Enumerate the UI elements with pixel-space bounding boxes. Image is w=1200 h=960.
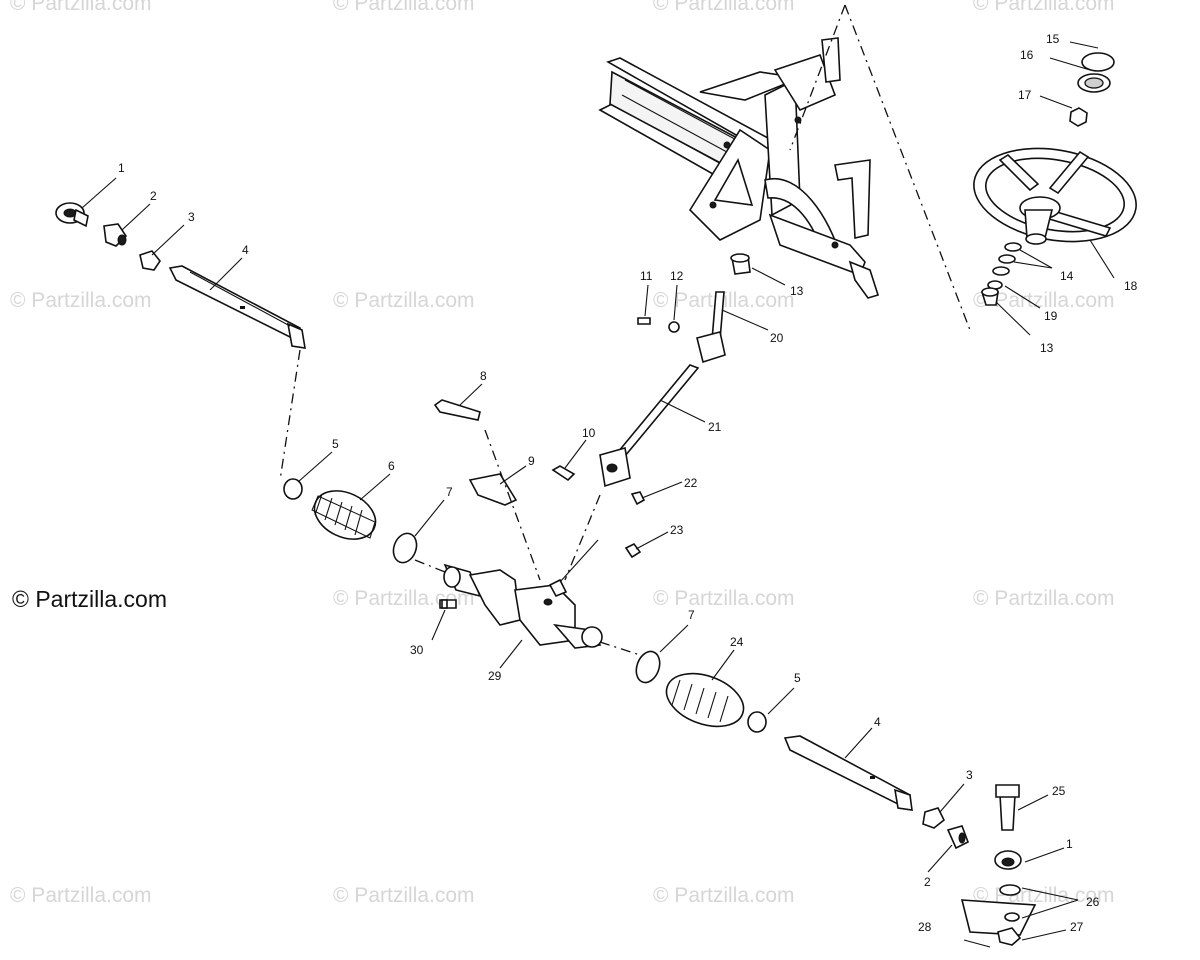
steering-wheel-assembly <box>973 52 1137 306</box>
upper-tie-rod-assembly <box>55 202 306 349</box>
watermark: © Partzilla.com <box>973 587 1115 610</box>
callout-22: 22 <box>684 476 698 490</box>
watermark: © Partzilla.com <box>653 0 795 15</box>
right-boot-assembly <box>635 650 970 850</box>
callout-4: 4 <box>874 715 881 729</box>
watermark: © Partzilla.com <box>973 0 1115 15</box>
callout-7: 7 <box>688 608 695 622</box>
callout-29: 29 <box>488 669 502 683</box>
callout-6: 6 <box>388 459 395 473</box>
callout-5: 5 <box>794 671 801 685</box>
watermark: © Partzilla.com <box>653 587 795 610</box>
watermark: © Partzilla.com <box>333 884 475 907</box>
callout-labels: 1 2 3 4 5 6 7 8 9 10 11 12 13 20 21 22 2… <box>118 32 1138 934</box>
watermark: © Partzilla.com <box>973 289 1115 312</box>
watermark: © Partzilla.com <box>10 884 152 907</box>
callout-11: 11 <box>640 269 653 283</box>
callout-9: 9 <box>528 454 535 468</box>
intermediate-shaft-assembly <box>599 253 751 559</box>
callout-28: 28 <box>918 920 932 934</box>
callout-3: 3 <box>966 768 973 782</box>
watermark: © Partzilla.com <box>653 884 795 907</box>
leader-lines <box>81 41 1115 941</box>
callout-14: 14 <box>1060 269 1074 283</box>
callout-8: 8 <box>480 369 487 383</box>
callout-13: 13 <box>1040 341 1054 355</box>
callout-24: 24 <box>730 635 744 649</box>
callout-4: 4 <box>242 243 249 257</box>
watermark: © Partzilla.com <box>10 0 152 15</box>
callout-19: 19 <box>1044 309 1058 323</box>
callout-15: 15 <box>1046 32 1060 46</box>
frame-assembly <box>598 37 880 299</box>
callout-3: 3 <box>188 210 195 224</box>
watermark: © Partzilla.com <box>333 0 475 15</box>
callout-26: 26 <box>1086 895 1100 909</box>
callout-12: 12 <box>670 269 684 283</box>
callout-10: 10 <box>582 426 596 440</box>
callout-5: 5 <box>332 437 339 451</box>
callout-1: 1 <box>118 161 125 175</box>
callout-7: 7 <box>446 485 453 499</box>
callout-16: 16 <box>1020 48 1034 62</box>
callout-13: 13 <box>790 284 804 298</box>
callout-30: 30 <box>410 643 424 657</box>
callout-2: 2 <box>150 189 157 203</box>
callout-25: 25 <box>1052 784 1066 798</box>
callout-20: 20 <box>770 331 784 345</box>
callout-1: 1 <box>1066 837 1073 851</box>
steering-rack-housing <box>433 399 603 649</box>
watermark: © Partzilla.com <box>333 289 475 312</box>
callout-2: 2 <box>924 875 931 889</box>
callout-23: 23 <box>670 523 684 537</box>
assembly-lines <box>279 4 971 656</box>
watermark: © Partzilla.com <box>10 289 152 312</box>
spindle-hardware <box>960 784 1037 948</box>
callout-21: 21 <box>708 420 722 434</box>
callout-27: 27 <box>1070 920 1084 934</box>
watermark: © Partzilla.com <box>333 587 475 610</box>
left-boot-assembly <box>283 478 418 564</box>
copyright-notice: © Partzilla.com <box>12 586 167 612</box>
callout-17: 17 <box>1018 88 1032 102</box>
callout-18: 18 <box>1124 279 1138 293</box>
